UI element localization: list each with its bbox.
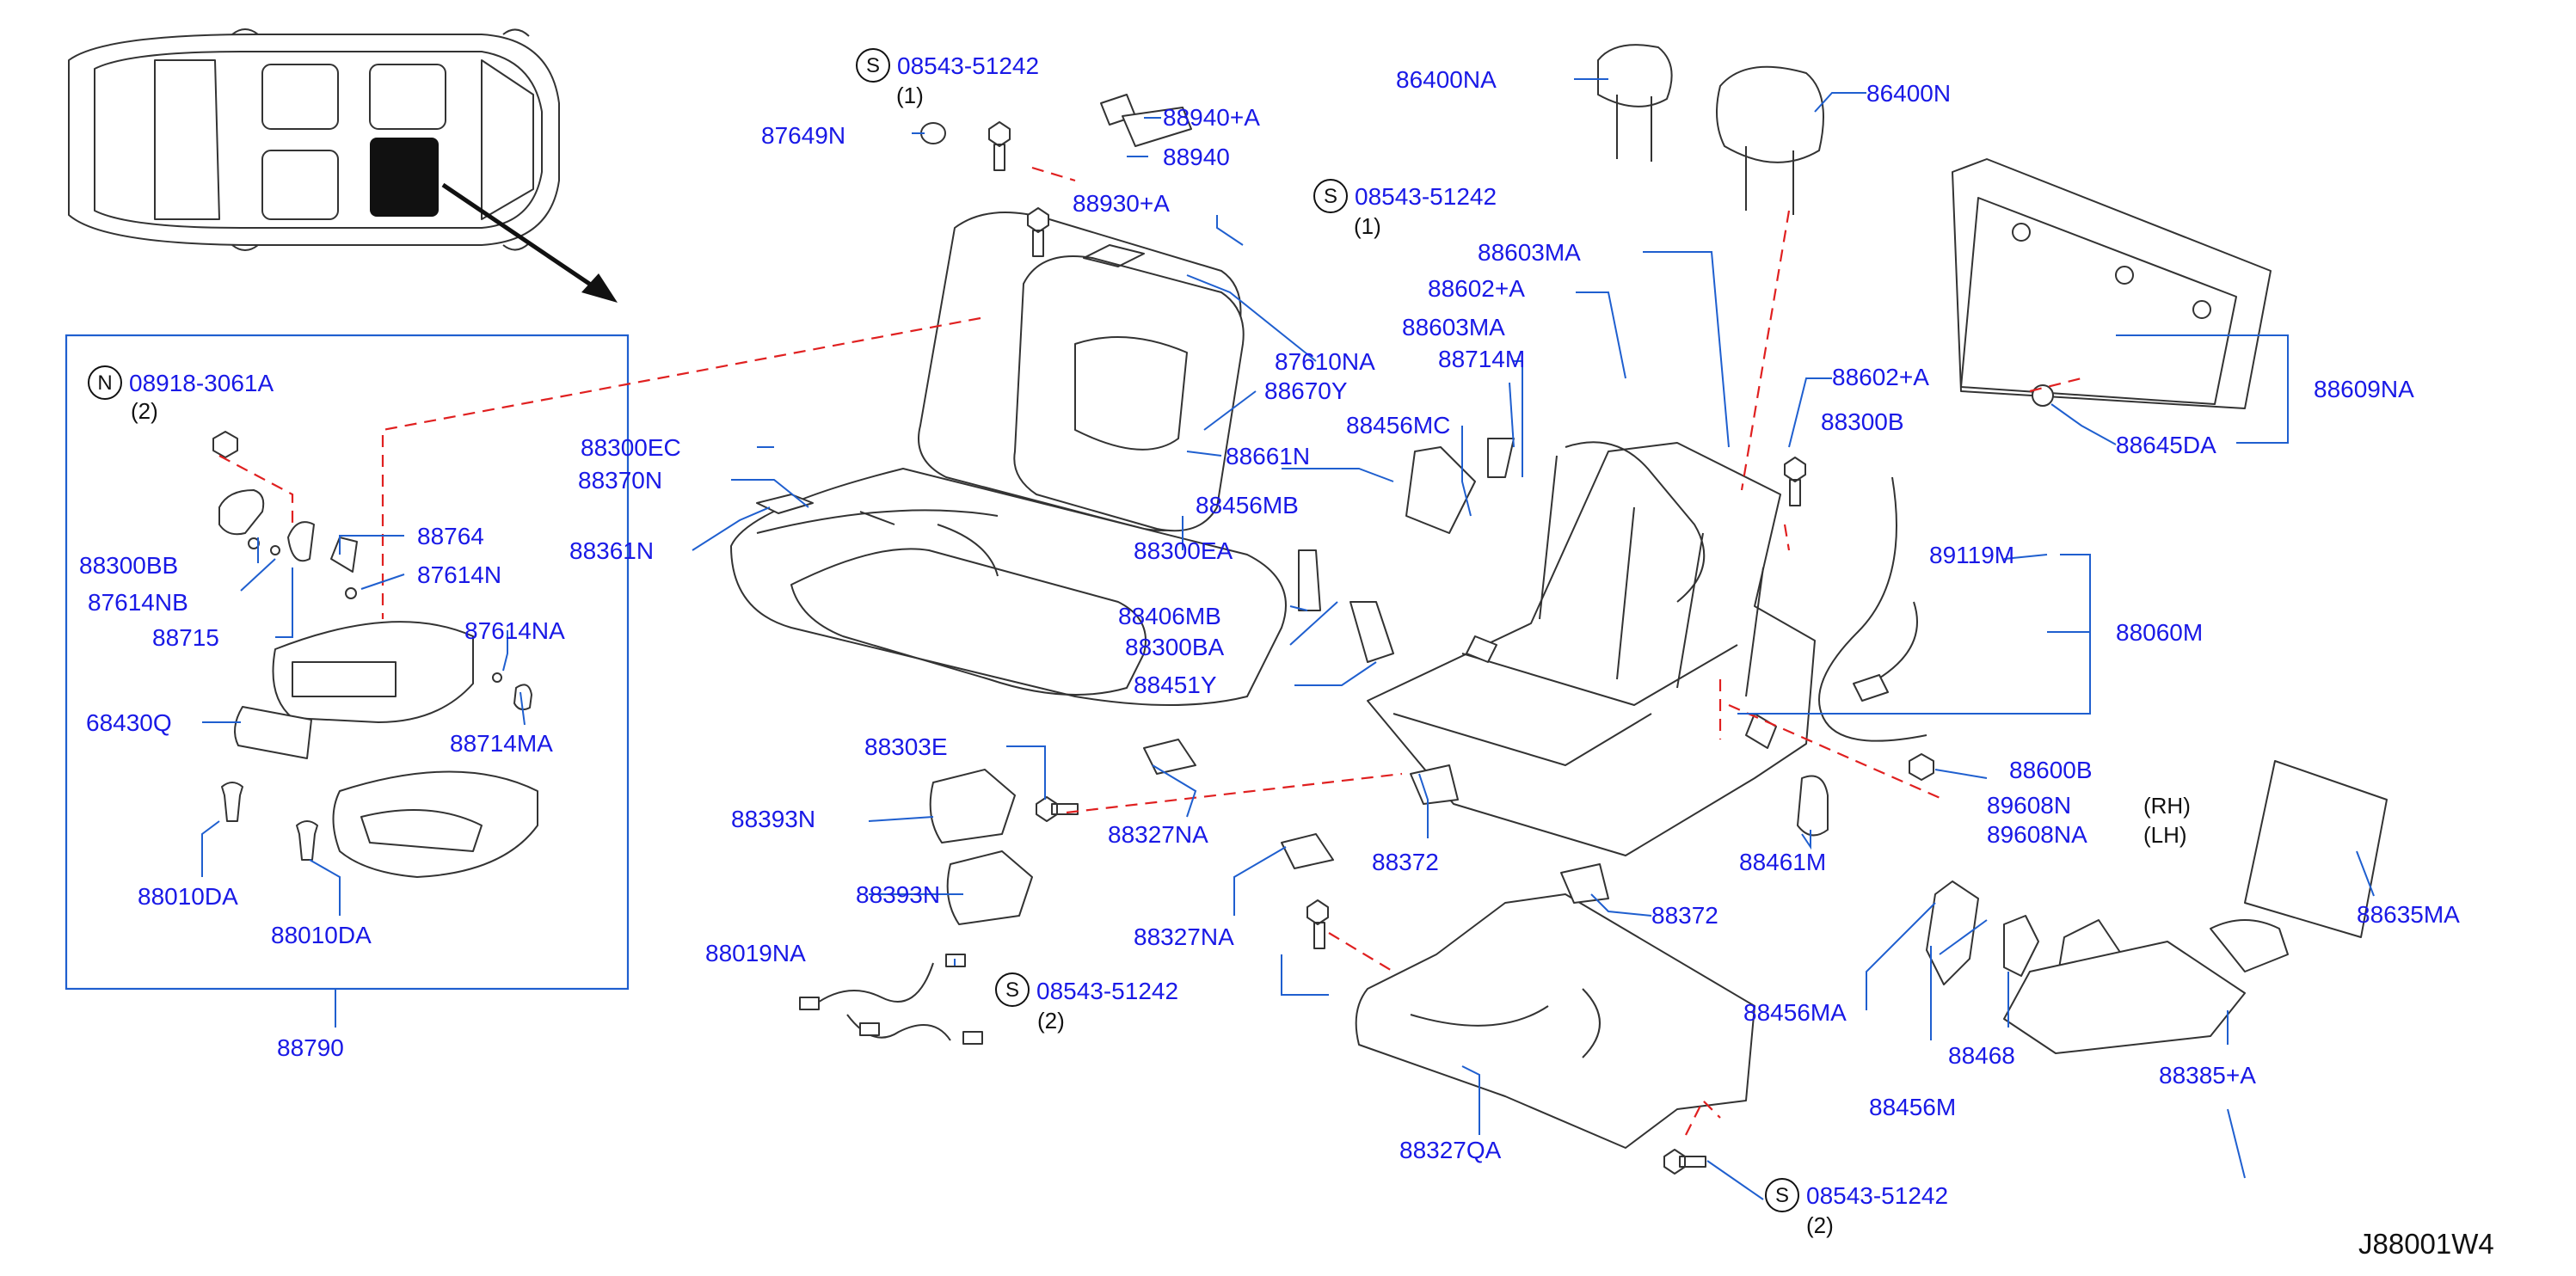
- callout-s4-symbol: S: [1775, 1184, 1789, 1207]
- part-label: 88764: [417, 523, 484, 549]
- callout-s2-qty: (1): [1354, 213, 1381, 239]
- part-label: 68430Q: [86, 709, 172, 736]
- part-label: 88060M: [2116, 619, 2203, 646]
- part-label: 88393N: [856, 881, 940, 908]
- part-label: 88010DA: [271, 922, 372, 948]
- part-label: 88300EA: [1134, 537, 1233, 564]
- part-label: 86400N: [1866, 80, 1951, 107]
- part-label: 88327NA: [1134, 923, 1234, 950]
- part-label: 88461M: [1739, 849, 1826, 875]
- callout-s3-circle: [995, 972, 1030, 1007]
- part-label: 88372: [1372, 849, 1439, 875]
- part-label: 88602+A: [1428, 275, 1525, 302]
- diagram-code: J88001W4: [2358, 1228, 2494, 1260]
- part-label: 88670Y: [1264, 377, 1348, 404]
- part-label: 88372: [1651, 902, 1718, 929]
- wiring-harnesses: [799, 476, 1927, 1045]
- direction-arrow-icon: [581, 273, 618, 303]
- leader-lines: [201, 78, 2375, 1200]
- part-label: 89608N: [1987, 792, 2071, 819]
- part-label: 88300B: [1821, 408, 1904, 435]
- callout-s1-code: 08543-51242: [897, 52, 1039, 79]
- part-label: 88715: [152, 624, 219, 651]
- part-label: 88393N: [731, 806, 815, 832]
- vehicle-locator: [68, 28, 618, 303]
- part-label: 88303E: [864, 733, 948, 760]
- part-label: 89119M: [1929, 542, 2014, 568]
- part-label: 88361N: [569, 537, 654, 564]
- part-label: 86400NA: [1396, 66, 1497, 93]
- seat-back-panel: [1952, 158, 2388, 938]
- part-label: 89608NA: [1987, 821, 2087, 848]
- callout-s1-qty: (1): [896, 83, 924, 108]
- fasteners: [920, 94, 1934, 1175]
- part-label: 88019NA: [705, 940, 806, 966]
- dashed-connections: [218, 166, 2082, 1136]
- callout-n1-code: 08918-3061A: [129, 370, 274, 396]
- part-label: 87610NA: [1275, 348, 1375, 375]
- part-label: 88456MC: [1346, 412, 1450, 439]
- armrest-group-box: [65, 334, 630, 991]
- part-labels: 87649N 88940+A 88940 88930+A 86400NA 864…: [79, 66, 2460, 1163]
- callout-s3-symbol: S: [1005, 978, 1019, 1002]
- callout-s4-circle: [1765, 1178, 1799, 1212]
- callout-s4-qty: (2): [1806, 1212, 1834, 1238]
- callout-s3-qty: (2): [1037, 1008, 1065, 1034]
- callout-s1-circle: [856, 48, 890, 83]
- group-label-88790: 88790: [277, 1034, 344, 1061]
- lower-parts: [929, 438, 2289, 1149]
- part-label: 88370N: [578, 467, 662, 494]
- part-label: 88406MB: [1118, 603, 1221, 629]
- armrest-parts: [212, 431, 538, 878]
- callout-n1-symbol: N: [97, 371, 112, 395]
- part-label: 88456MA: [1743, 999, 1847, 1026]
- callout-s2-symbol: S: [1324, 185, 1337, 208]
- part-label: 88940: [1163, 144, 1230, 170]
- part-label: 88714MA: [450, 730, 553, 757]
- part-label: 88456MB: [1196, 492, 1299, 518]
- callout-n1-circle: [88, 365, 122, 400]
- headrests: [1597, 44, 1824, 215]
- part-label: 88603MA: [1402, 314, 1505, 340]
- callout-s2-circle: [1313, 179, 1348, 213]
- callout-s1-symbol: S: [866, 54, 880, 77]
- part-label: 87614N: [417, 561, 501, 588]
- part-label: 88451Y: [1134, 672, 1217, 698]
- callout-s2-code: 08543-51242: [1355, 183, 1497, 210]
- part-label: 88609NA: [2314, 376, 2414, 402]
- part-label: 88327NA: [1108, 821, 1208, 848]
- callout-s4-code: 08543-51242: [1806, 1182, 1948, 1209]
- seat-back-assembly: [730, 212, 1287, 706]
- part-label: 88327QA: [1399, 1137, 1502, 1163]
- part-label-rh: (RH): [2143, 793, 2191, 819]
- part-label: 88456M: [1869, 1094, 1956, 1120]
- part-label: 88300EC: [581, 434, 681, 461]
- part-label: 88645DA: [2116, 432, 2216, 458]
- part-label: 88600B: [2009, 757, 2093, 783]
- part-label: 88300BA: [1125, 634, 1225, 660]
- part-label-lh: (LH): [2143, 822, 2187, 848]
- callout-symbols: S 08543-51242 (1) S 08543-51242 (1) S 08…: [88, 48, 1948, 1238]
- part-label: 88661N: [1226, 443, 1310, 469]
- part-label: 88468: [1948, 1042, 2015, 1069]
- part-label: 88940+A: [1163, 104, 1260, 131]
- part-label: 88714M: [1438, 346, 1525, 372]
- part-label: 88930+A: [1073, 190, 1170, 217]
- part-label: 87649N: [761, 122, 845, 149]
- part-label: 88385+A: [2159, 1062, 2256, 1089]
- part-label: 88603MA: [1478, 239, 1581, 266]
- highlighted-seat-marker: [370, 138, 439, 217]
- callout-s3-code: 08543-51242: [1036, 978, 1178, 1004]
- callout-n1-qty: (2): [131, 398, 158, 424]
- part-label: 88635MA: [2357, 901, 2460, 928]
- part-label: 88602+A: [1832, 364, 1929, 390]
- part-label: 88010DA: [138, 883, 238, 910]
- part-label: 88300BB: [79, 552, 178, 579]
- part-label: 87614NA: [464, 617, 565, 644]
- part-label: 87614NB: [88, 589, 188, 616]
